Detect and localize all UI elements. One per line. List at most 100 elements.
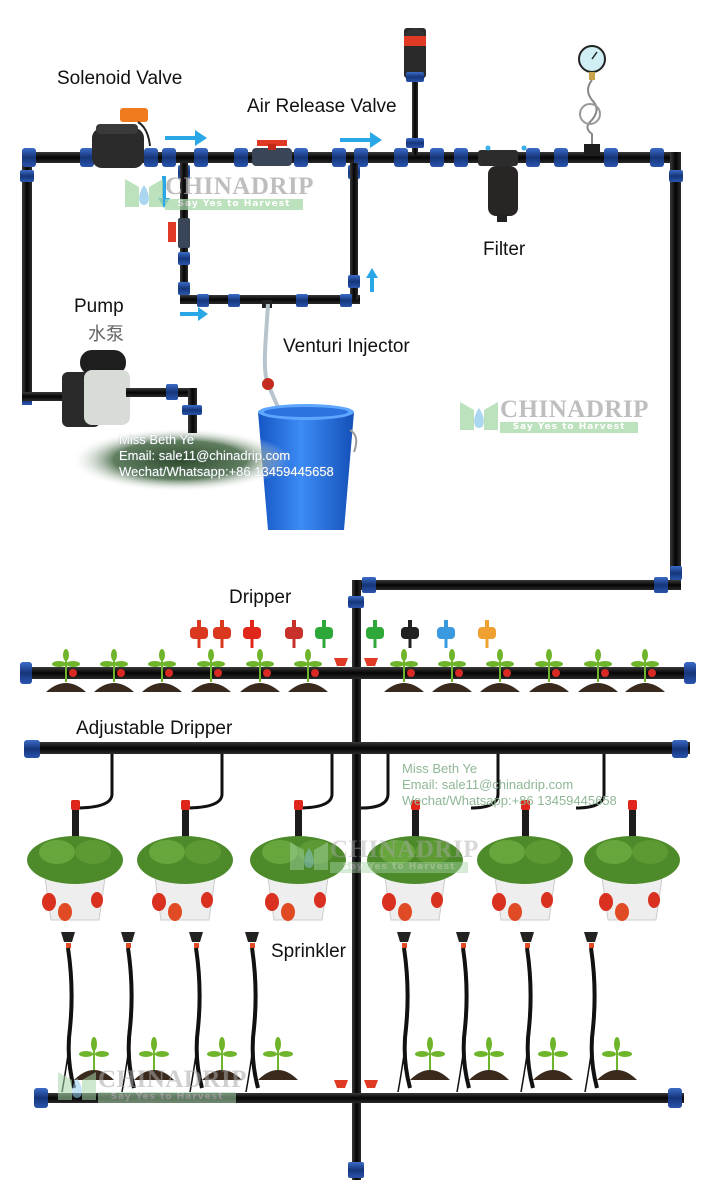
- plant-icon: [529, 649, 569, 692]
- dripper-tube: [297, 754, 334, 810]
- pipe-fitting: [354, 148, 368, 167]
- label-sprinkler: Sprinkler: [271, 941, 346, 962]
- strawberry-icon: [152, 893, 166, 911]
- emitter-icon: [455, 669, 463, 677]
- strawberry-icon: [492, 893, 506, 911]
- filter-icon: [478, 145, 527, 222]
- dripper-tube: [360, 754, 390, 810]
- plant-icon: [240, 649, 280, 692]
- hanging-pot-icon: [250, 754, 346, 921]
- sprinkler-icon: [520, 932, 535, 1093]
- flow-arrow-icon: [340, 132, 382, 148]
- trunk-pipe: [348, 566, 682, 1180]
- main-pipe-top: [22, 152, 681, 582]
- pipe-fitting: [234, 148, 248, 167]
- pipe-fitting: [430, 148, 444, 167]
- chinadrip-logo-icon: [58, 1072, 96, 1100]
- label-air-release-valve: Air Release Valve: [247, 96, 397, 117]
- dripper-sample-icon: [478, 620, 496, 648]
- flow-arrow-icon: [165, 130, 207, 146]
- pipe-fitting: [228, 294, 240, 307]
- label-pump-chinese: 水泵: [88, 324, 124, 345]
- plant-icon: [625, 649, 665, 692]
- strawberry-icon: [168, 903, 182, 921]
- chinadrip-watermark: CHINADRIP Say Yes to Harvest: [460, 396, 648, 433]
- strawberry-icon: [265, 893, 279, 911]
- strawberry-icon: [314, 892, 326, 908]
- contact-email: Email: sale11@chinadrip.com: [402, 777, 574, 792]
- strawberry-icon: [382, 893, 396, 911]
- bucket-icon: [258, 404, 358, 530]
- air-release-valve-icon: [404, 28, 426, 155]
- emitter-icon: [407, 669, 415, 677]
- chinadrip-watermark: CHINADRIP Say Yes to Harvest: [58, 1066, 246, 1103]
- strawberry-icon: [508, 903, 522, 921]
- pipe-fitting: [178, 252, 190, 265]
- strawberry-icon: [648, 892, 660, 908]
- pipe-fitting: [294, 148, 308, 167]
- plant-icon: [46, 649, 86, 692]
- sprinkler-icon: [456, 932, 471, 1093]
- dripper-tube: [470, 754, 500, 810]
- watermark-brand: CHINADRIP: [165, 173, 314, 200]
- watermark-slogan: Say Yes to Harvest: [330, 862, 468, 873]
- label-dripper: Dripper: [229, 587, 292, 608]
- sprinkler-icon: [245, 932, 260, 1093]
- sprinkler-icon: [189, 932, 204, 1093]
- pressure-gauge-icon: [578, 45, 606, 156]
- contact-block: Miss Beth Ye Email: sale11@chinadrip.com…: [119, 432, 334, 480]
- solenoid-valve-icon: [92, 108, 151, 168]
- plant-icon: [578, 649, 618, 692]
- emitter-icon: [503, 669, 511, 677]
- plant-icon: [258, 1037, 298, 1080]
- hanging-pot-icon: [360, 754, 463, 921]
- label-solenoid-valve: Solenoid Valve: [57, 68, 183, 89]
- watermark-brand: CHINADRIP: [98, 1066, 247, 1093]
- pipe-fitting: [20, 170, 34, 182]
- contact-name: Miss Beth Ye: [119, 432, 195, 447]
- dripper-sample-icon: [315, 620, 333, 648]
- sprinkler-icon: [121, 932, 136, 1093]
- dripper-sample-icon: [285, 620, 303, 648]
- watermark-brand: CHINADRIP: [330, 836, 479, 863]
- pipe-fitting: [554, 148, 568, 167]
- pipe-fitting: [80, 148, 94, 167]
- pipe-fitting: [669, 170, 683, 182]
- pipe-fitting: [296, 294, 308, 307]
- strawberry-icon: [541, 892, 553, 908]
- hanging-pots: [27, 754, 680, 921]
- contact-phone: Wechat/Whatsapp:+86 13459445658: [402, 793, 617, 808]
- strawberry-icon: [431, 892, 443, 908]
- pipe-fitting: [394, 148, 408, 167]
- strawberry-icon: [42, 893, 56, 911]
- emitter-icon: [69, 669, 77, 677]
- pipe-fitting: [348, 275, 360, 288]
- dripper-sample-icon: [243, 620, 261, 648]
- plant-icon: [597, 1037, 637, 1080]
- dripper-sample-icon: [366, 620, 384, 648]
- plant-icon: [469, 1037, 509, 1080]
- pipe-fitting: [604, 148, 618, 167]
- plant-icon: [191, 649, 231, 692]
- plant-icon: [480, 649, 520, 692]
- plant-icon: [134, 1037, 174, 1080]
- sprinkler-lateral-pipe: [34, 1080, 684, 1108]
- dripper-sample-icon: [401, 620, 419, 648]
- pipe-fitting: [340, 294, 352, 307]
- hanging-pot-icon: [27, 754, 123, 921]
- pipe-fitting: [144, 148, 158, 167]
- dripper-tube: [184, 754, 224, 810]
- chinadrip-watermark: CHINADRIP Say Yes to Harvest: [125, 173, 313, 210]
- contact-block: Miss Beth Ye Email: sale11@chinadrip.com…: [402, 761, 617, 809]
- plant-icon: [432, 649, 472, 692]
- hanging-pot-icon: [575, 754, 680, 921]
- sprinklers: [61, 932, 637, 1093]
- dripper-plants: [46, 649, 665, 692]
- plant-icon: [533, 1037, 573, 1080]
- sprinkler-icon: [584, 932, 599, 1093]
- ball-valve-icon: [252, 140, 292, 166]
- dripper-sample-icon: [190, 620, 208, 648]
- pipe-fitting: [162, 148, 176, 167]
- label-pump: Pump: [74, 296, 124, 317]
